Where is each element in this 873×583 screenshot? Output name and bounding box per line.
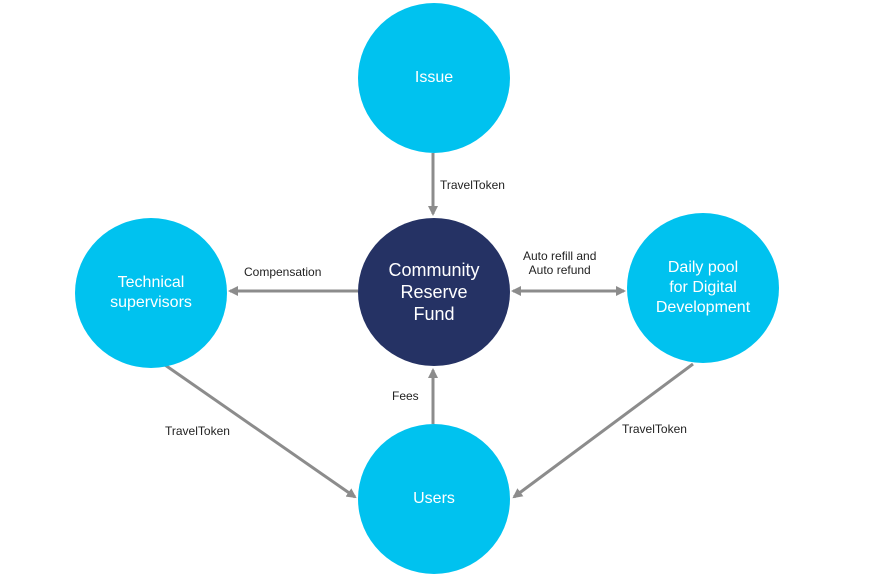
- edge-label-users-to-reserve: Fees: [392, 389, 419, 403]
- node-technical-supervisors: Technical supervisors: [75, 218, 227, 368]
- node-issue: Issue: [358, 3, 510, 153]
- arrow-tech-to-users: [164, 363, 357, 499]
- edge-label-daily-to-users: TravelToken: [622, 422, 687, 436]
- edge-label-issue-to-reserve: TravelToken: [440, 178, 505, 192]
- node-daily-pool: Daily pool for Digital Development: [627, 213, 779, 363]
- edge-label-reserve-daily: Auto refill and Auto refund: [523, 249, 597, 277]
- edge-label-reserve-to-tech: Compensation: [244, 265, 322, 279]
- edge-label-tech-to-users: TravelToken: [165, 424, 230, 438]
- node-community-reserve-fund: Community Reserve Fund: [358, 218, 510, 366]
- arrow-daily-to-users: [512, 362, 694, 499]
- node-users: Users: [358, 424, 510, 574]
